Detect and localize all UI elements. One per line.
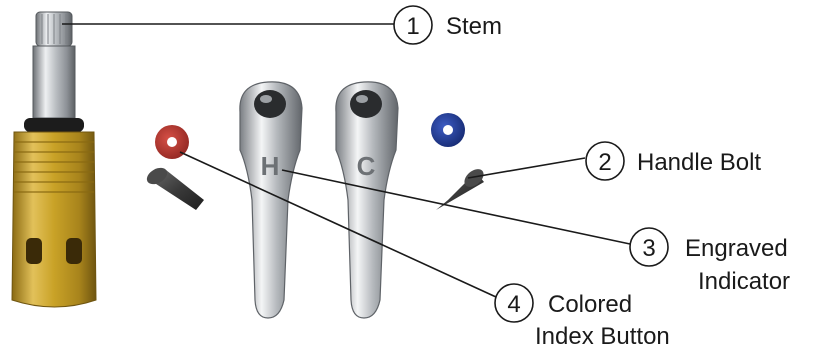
callout-4-label-line-1: Colored [548,291,632,318]
callout-2: 2 Handle Bolt [586,142,761,180]
callout-4-number: 4 [507,291,520,318]
callout-4: 4 Colored Index Button [495,284,670,350]
handle-cold-engraving: C [357,151,376,181]
brass-port-left [26,238,42,264]
callout-1: 1 Stem [394,6,502,44]
callout-3-label-line-2: Indicator [698,268,790,295]
leader-line-3 [282,170,630,244]
callout-2-label: Handle Bolt [637,149,761,176]
handle-hot-cap [254,90,286,118]
brass-port-right [66,238,82,264]
brass-body [12,132,96,307]
callout-1-number: 1 [406,13,419,40]
blue-index-button [431,113,465,147]
stem-shaft [33,46,75,118]
handle-cold: C [336,82,398,318]
leader-line-4 [180,152,496,297]
leader-line-2 [468,158,585,178]
handle-cold-cap [350,90,382,118]
callout-4-label-line-2: Index Button [535,323,670,350]
stem-o-ring [24,118,84,132]
handle-bolt-left [144,164,204,210]
handle-bolt-right [436,166,487,210]
stem-cartridge [12,12,96,307]
callout-3-number: 3 [642,235,655,262]
callout-3: 3 Engraved Indicator [630,228,790,295]
callout-1-label: Stem [446,13,502,40]
callout-2-number: 2 [598,149,611,176]
callout-3-label-line-1: Engraved [685,235,788,262]
handle-hot-engraving: H [261,151,280,181]
handle-hot: H [240,82,302,318]
